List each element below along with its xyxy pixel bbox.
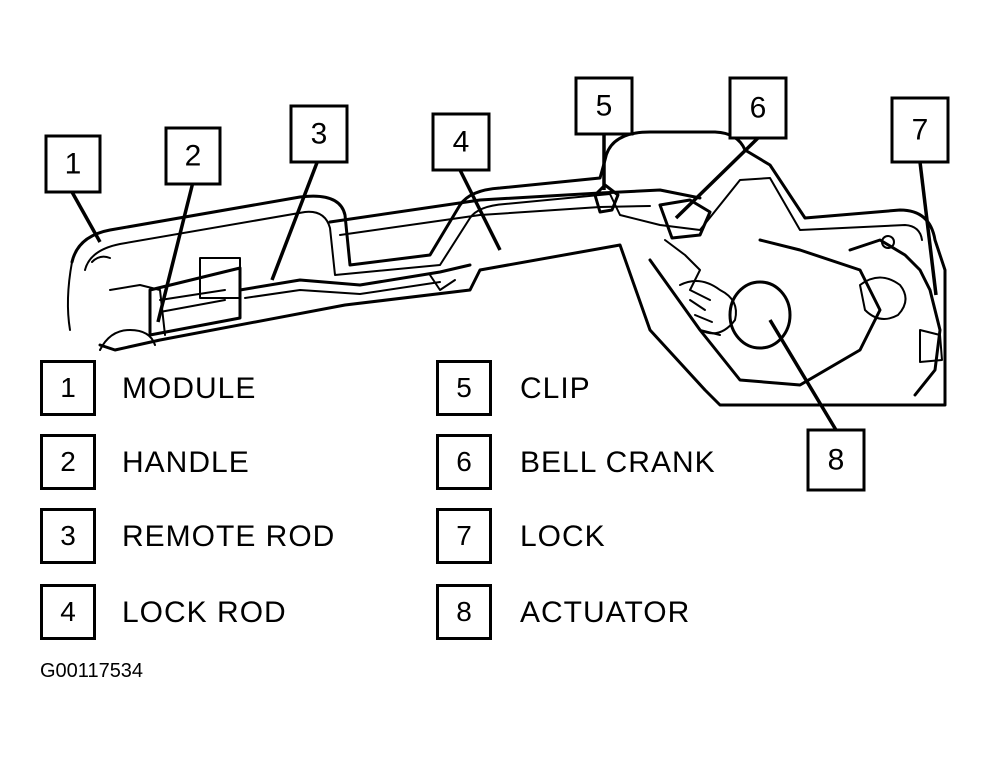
legend-label-module: MODULE <box>122 372 257 405</box>
callout-6: 6 <box>728 76 788 140</box>
remote-rod-part <box>238 263 472 299</box>
legend-number-7: 7 <box>436 508 492 564</box>
callout-7-label: 7 <box>912 114 929 147</box>
bell-crank-part <box>658 198 712 301</box>
legend-label-clip: CLIP <box>520 372 591 405</box>
callout-4: 4 <box>431 112 491 172</box>
actuator-part <box>648 238 882 387</box>
legend-label-lock: LOCK <box>520 520 606 553</box>
leader-lines <box>70 130 938 431</box>
clip-part <box>593 183 620 214</box>
legend-label-remote-rod: REMOTE ROD <box>122 520 336 553</box>
handle-part <box>148 257 242 337</box>
callout-2: 2 <box>164 126 222 186</box>
leader-1 <box>70 191 102 243</box>
legend-number-3: 3 <box>40 508 96 564</box>
callout-1: 1 <box>44 134 102 194</box>
callout-1-label: 1 <box>65 148 82 181</box>
callout-7: 7 <box>890 96 950 164</box>
leader-7 <box>918 161 938 296</box>
legend-number-4: 4 <box>40 584 96 640</box>
lock-rod-part <box>328 188 702 291</box>
leader-6 <box>674 136 760 220</box>
callout-8: 8 <box>806 428 866 492</box>
callout-5: 5 <box>574 76 634 136</box>
legend-label-actuator: ACTUATOR <box>520 596 691 629</box>
callout-5-label: 5 <box>596 90 613 123</box>
callout-2-label: 2 <box>185 140 202 173</box>
legend-number-5: 5 <box>436 360 492 416</box>
callout-4-label: 4 <box>453 126 470 159</box>
leader-3 <box>270 159 320 281</box>
legend-label-lock-rod: LOCK ROD <box>122 596 287 629</box>
leader-2 <box>156 181 195 323</box>
callout-3-label: 3 <box>311 118 328 151</box>
callout-3: 3 <box>289 104 349 164</box>
figure-id: G00117534 <box>40 660 144 682</box>
leader-4 <box>458 169 502 251</box>
legend-number-6: 6 <box>436 434 492 490</box>
leader-8 <box>768 319 838 431</box>
legend-label-bell-crank: BELL CRANK <box>520 446 716 479</box>
legend-number-2: 2 <box>40 434 96 490</box>
legend-number-8: 8 <box>436 584 492 640</box>
lock-part <box>848 235 943 397</box>
callout-8-label: 8 <box>828 444 845 477</box>
callout-6-label: 6 <box>750 92 767 125</box>
legend-number-1: 1 <box>40 360 96 416</box>
legend-label-handle: HANDLE <box>122 446 250 479</box>
